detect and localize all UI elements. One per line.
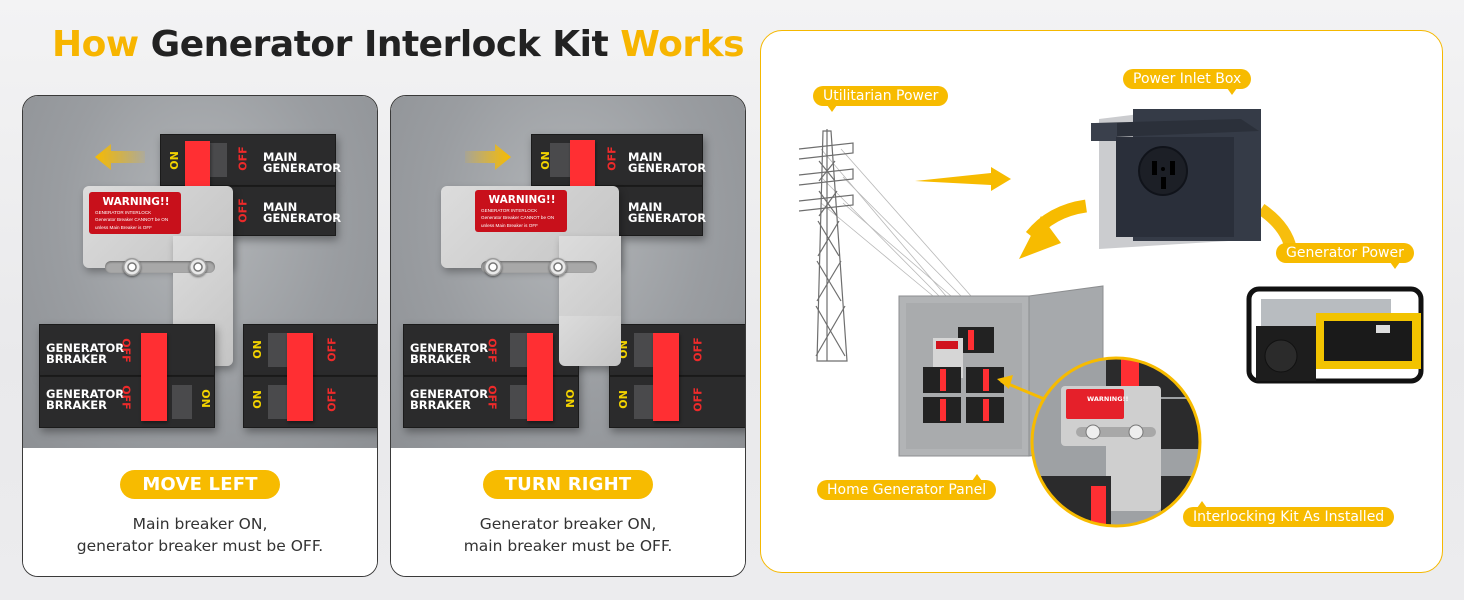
warning-label: WARNING!! GENERATOR INTERLOCK Generator …: [475, 190, 567, 232]
power-lines: [820, 148, 972, 297]
off-label: OFF: [119, 338, 133, 363]
step-description: Generator breaker ON, main breaker must …: [463, 515, 673, 555]
arrow-right-icon: [465, 144, 511, 170]
off-label: OFF: [325, 387, 339, 412]
step-description: Main breaker ON, generator breaker must …: [76, 515, 324, 555]
on-label: ON: [250, 390, 264, 409]
plate-slot: [481, 261, 597, 273]
on-label: ON: [167, 151, 181, 170]
off-label: OFF: [236, 146, 250, 171]
interlock-plate-leg-front: [559, 316, 621, 366]
off-label: OFF: [325, 337, 339, 362]
bolt-icon: [484, 258, 502, 276]
title-middle: Generator Interlock Kit: [138, 24, 621, 65]
step-action-badge: MOVE LEFT: [120, 470, 280, 499]
tag-power-inlet-box: Power Inlet Box: [1123, 69, 1252, 95]
off-label: OFF: [119, 385, 133, 410]
off-label: OFF: [605, 146, 619, 171]
step-caption: MOVE LEFT Main breaker ON, generator bre…: [23, 448, 377, 576]
on-label: ON: [198, 389, 212, 408]
breaker-handle: [653, 333, 679, 421]
tag-generator-power: Generator Power: [1276, 243, 1414, 269]
arrow-to-inlet-icon: [915, 167, 1011, 191]
power-inlet-box-icon: [1091, 109, 1261, 249]
off-label: OFF: [691, 337, 705, 362]
bolt-icon: [549, 258, 567, 276]
installation-diagram: WARNING!! Utilitarian Power Power Inlet …: [760, 30, 1443, 573]
closeup-warning-text: WARNING!!: [1087, 395, 1129, 403]
page-title: How Generator Interlock Kit Works: [52, 24, 744, 65]
breaker-handle: [287, 333, 313, 421]
generator-breaker-handle-on: [527, 333, 553, 421]
tag-interlocking-kit: Interlocking Kit As Installed: [1183, 501, 1395, 527]
generator-icon: [1246, 286, 1424, 384]
step-action-badge: TURN RIGHT: [482, 470, 654, 499]
on-label: ON: [250, 340, 264, 359]
arrow-left-icon: [95, 144, 145, 170]
title-how: How: [52, 24, 139, 65]
diagram-illustration: WARNING!!: [798, 109, 1424, 528]
step-caption: TURN RIGHT Generator breaker ON, main br…: [391, 448, 745, 576]
bolt-icon: [123, 258, 141, 276]
off-label: OFF: [485, 338, 499, 363]
generator-breaker-handle-off: [141, 333, 167, 421]
warning-label: WARNING!! GENERATOR INTERLOCK Generator …: [89, 192, 181, 234]
on-label: ON: [562, 389, 576, 408]
tag-utilitarian-power: Utilitarian Power: [813, 86, 949, 112]
off-label: OFF: [236, 198, 250, 223]
bolt-icon: [189, 258, 207, 276]
title-works: Works: [620, 24, 744, 65]
tag-home-generator-panel: Home Generator Panel: [817, 474, 997, 500]
on-label: ON: [616, 390, 630, 409]
off-label: OFF: [485, 385, 499, 410]
transmission-tower-icon: [798, 129, 854, 362]
off-label: OFF: [691, 387, 705, 412]
